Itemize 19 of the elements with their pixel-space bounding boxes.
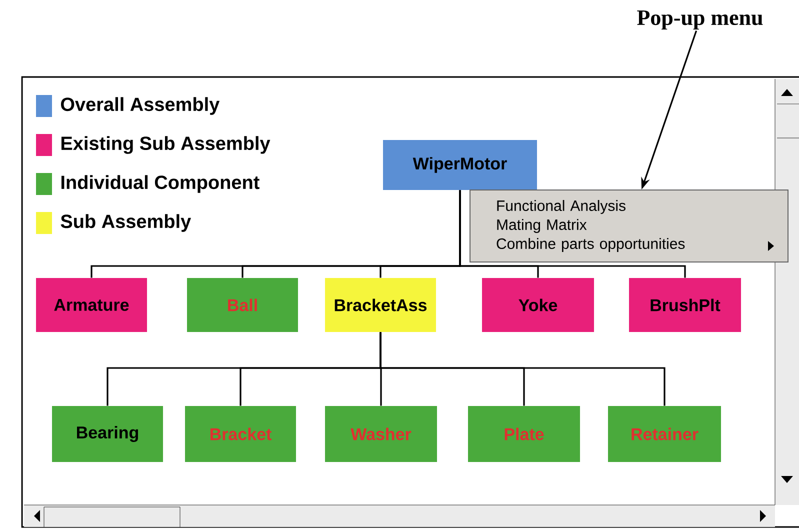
legend-label: Individual Component bbox=[61, 175, 260, 193]
part-box: Yoke bbox=[482, 278, 594, 332]
legend-label: Sub Assembly bbox=[60, 214, 192, 232]
part-box: Bearing bbox=[52, 406, 163, 462]
connector-line bbox=[459, 190, 686, 278]
part-box: BracketAss bbox=[325, 278, 436, 332]
annotation-text: Pop-up menu bbox=[637, 10, 763, 30]
part-box: Washer bbox=[325, 406, 437, 462]
part-box: Retainer bbox=[608, 406, 721, 462]
connector-line bbox=[380, 332, 666, 406]
assembly-box: WiperMotor bbox=[383, 140, 537, 190]
legend-label: Existing Sub Assembly bbox=[61, 136, 270, 154]
part-box: Armature bbox=[36, 278, 147, 332]
part-box: BrushPlt bbox=[629, 278, 741, 332]
part-box: Ball bbox=[187, 278, 298, 332]
popup-menu: Functional Analysis Mating Matrix Combine parts opportunities bbox=[470, 190, 788, 262]
part-box: Plate bbox=[468, 406, 580, 462]
part-box: Bracket bbox=[185, 406, 296, 462]
legend-label: Overall Assembly bbox=[61, 97, 220, 115]
